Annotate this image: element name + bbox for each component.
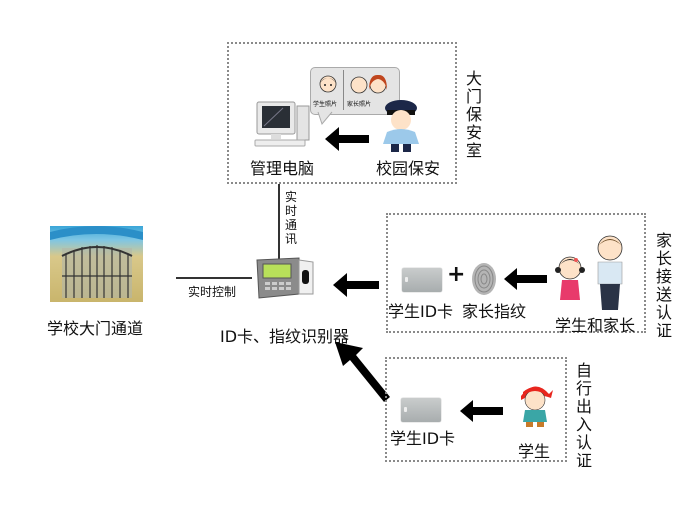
security-room-box [227,42,457,184]
arrow-student-to-card [460,400,503,422]
arrow-parent-to-reader [333,273,379,297]
gate-label: 学校大门通道 [47,319,144,338]
computer-icon [254,101,310,147]
arrow-guard-to-computer [325,127,369,151]
comm-line [278,184,280,260]
student-id-card-icon [402,268,442,292]
self-card-label: 学生ID卡 [390,429,456,448]
reader-label: ID卡、指纹识别器 [220,327,350,346]
fingerprint-reader-icon [256,257,314,299]
student-label: 学生 [518,442,551,461]
control-line [176,277,252,279]
comm-label: 实时通讯 [284,190,297,246]
control-label: 实时控制 [188,285,237,299]
photo-bubble: 学生照片 家长照片 [310,67,400,115]
student-and-parent-icon [555,235,623,310]
parent-auth-box [386,213,646,333]
parent-auth-title: 家长接送认证 [655,231,672,340]
parent-faces-icon [350,74,387,94]
self-auth-title: 自行出入认证 [575,361,592,470]
arrow-people-to-fingerprint [504,268,547,290]
computer-label: 管理电脑 [250,159,315,178]
bubble-tail [317,111,333,126]
student-photo: 学生照片 [313,70,344,110]
parent-photo-label: 家长照片 [347,101,372,108]
student-photo-label: 学生照片 [313,101,338,108]
fingerprint-icon [472,263,496,295]
gate-icon [50,226,143,298]
parent-auth-plus: + [447,262,466,287]
parent-card-label: 学生ID卡 [388,302,454,321]
security-guard-icon [383,100,419,152]
self-auth-box [385,357,567,462]
student-icon [521,386,553,427]
arrow-student-to-reader [335,342,390,402]
people-label: 学生和家长 [555,316,636,335]
guard-label: 校园保安 [376,159,441,178]
school-gate-image [50,226,143,302]
security-room-title: 大门保安室 [465,69,482,160]
self-id-card-icon [401,398,441,422]
fingerprint-label: 家长指纹 [462,302,527,321]
parent-photo: 家长照片 [345,70,395,110]
student-face-icon [319,75,337,93]
